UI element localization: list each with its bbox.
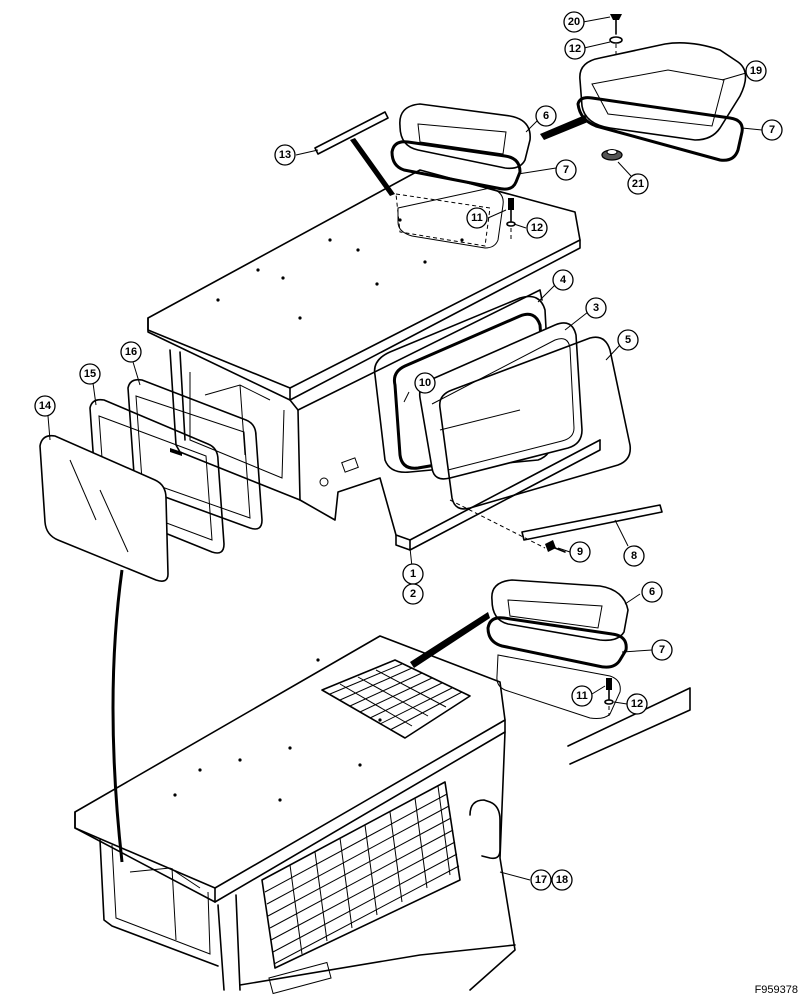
svg-text:3: 3 <box>593 302 599 314</box>
washer-12-upper <box>506 221 516 240</box>
callout-1: 1 <box>402 563 424 585</box>
hatch-glass-6-lower <box>491 579 629 642</box>
bolt-11-lower <box>606 678 612 701</box>
callout-7: 7 <box>761 119 783 141</box>
callout-11: 11 <box>571 685 593 707</box>
callout-17: 17 <box>530 869 552 891</box>
svg-text:9: 9 <box>577 546 583 558</box>
callout-9: 9 <box>569 541 591 563</box>
svg-text:11: 11 <box>576 690 588 702</box>
hatch-seal-7-lower <box>486 616 628 669</box>
lower-cab <box>74 635 691 995</box>
figure-id: F959378 <box>754 984 798 996</box>
svg-text:7: 7 <box>563 164 569 176</box>
knob-21 <box>601 149 623 161</box>
washer-12-lower <box>604 699 614 716</box>
svg-text:21: 21 <box>632 178 644 190</box>
bolt-11-upper <box>508 198 514 223</box>
leader-14-lower <box>111 569 124 863</box>
svg-text:17: 17 <box>535 874 547 886</box>
callout-8: 8 <box>623 545 645 567</box>
svg-text:15: 15 <box>84 368 96 380</box>
callout-18: 18 <box>551 869 573 891</box>
callout-6: 6 <box>641 581 663 603</box>
svg-text:5: 5 <box>625 334 631 346</box>
hatch-opening-dashed <box>395 193 491 247</box>
callout-21: 21 <box>627 173 649 195</box>
callout-15: 15 <box>79 363 101 385</box>
callout-13: 13 <box>274 144 296 166</box>
hatch-seal-7-upper <box>390 140 522 191</box>
weather-strip-8 <box>449 499 663 549</box>
svg-text:4: 4 <box>560 274 567 286</box>
callout-12: 12 <box>564 38 586 60</box>
hatch-cover-19 <box>579 42 747 141</box>
pointer-lower-hatch <box>410 612 490 668</box>
svg-text:14: 14 <box>39 400 52 412</box>
svg-text:12: 12 <box>531 222 543 234</box>
washer-12-top <box>609 36 623 60</box>
svg-text:7: 7 <box>659 644 665 656</box>
callout-7: 7 <box>555 159 577 181</box>
side-window-seal-5 <box>438 336 632 510</box>
callout-14: 14 <box>34 395 56 417</box>
leader-lines <box>47 16 763 881</box>
svg-text:12: 12 <box>631 698 643 710</box>
callout-16: 16 <box>120 341 142 363</box>
svg-text:18: 18 <box>556 874 568 886</box>
svg-text:6: 6 <box>543 110 549 122</box>
svg-text:16: 16 <box>125 346 137 358</box>
callout-2: 2 <box>402 583 424 605</box>
screw-20 <box>610 14 622 35</box>
svg-text:13: 13 <box>279 149 291 161</box>
roof-vent-grille <box>321 659 471 739</box>
callout-7: 7 <box>651 639 673 661</box>
callout-11: 11 <box>466 207 488 229</box>
hatch-seal-7-top <box>576 96 744 162</box>
callout-12: 12 <box>626 693 648 715</box>
callout-6: 6 <box>535 105 557 127</box>
svg-text:7: 7 <box>769 124 775 136</box>
svg-text:6: 6 <box>649 586 655 598</box>
callout-12: 12 <box>526 217 548 239</box>
side-vent-grille <box>261 781 461 969</box>
callout-19: 19 <box>745 60 767 82</box>
bolt-9 <box>545 540 566 553</box>
svg-text:19: 19 <box>750 65 762 77</box>
callout-20: 20 <box>563 11 585 33</box>
svg-text:10: 10 <box>419 377 431 389</box>
front-window-glass-14 <box>39 434 169 582</box>
callout-4: 4 <box>552 269 574 291</box>
svg-text:8: 8 <box>631 550 637 562</box>
side-window-glass-3 <box>418 322 583 480</box>
weather-strip-13 <box>314 111 389 155</box>
svg-text:20: 20 <box>568 16 580 28</box>
svg-text:11: 11 <box>471 212 483 224</box>
hatch-glass-6-upper <box>399 103 531 170</box>
svg-text:2: 2 <box>410 588 416 600</box>
callout-10: 10 <box>414 372 436 394</box>
callout-5: 5 <box>617 329 639 351</box>
pointer-hatch <box>540 115 588 140</box>
svg-text:1: 1 <box>410 568 416 580</box>
callout-3: 3 <box>585 297 607 319</box>
svg-text:12: 12 <box>569 43 581 55</box>
